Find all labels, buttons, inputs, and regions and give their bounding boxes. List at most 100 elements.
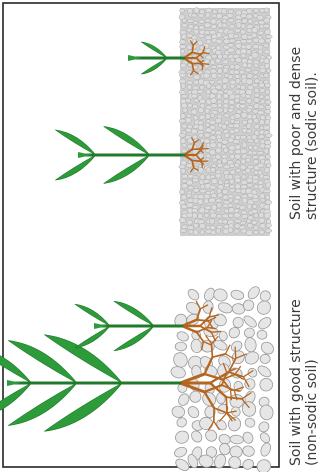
dense-soil-grain bbox=[242, 214, 248, 218]
soil-pebble bbox=[171, 405, 186, 419]
dense-soil-grain bbox=[258, 31, 264, 35]
dense-soil-grain bbox=[203, 73, 210, 78]
dense-soil-grain bbox=[240, 30, 245, 35]
dense-soil-grain bbox=[229, 145, 236, 150]
soil-pebble bbox=[243, 349, 261, 366]
dense-soil-grain bbox=[210, 120, 216, 125]
dense-soil-grain bbox=[246, 39, 252, 43]
dense-soil-grain bbox=[236, 169, 241, 173]
dense-soil-grain bbox=[233, 34, 239, 38]
soil-pebble bbox=[173, 446, 188, 459]
dense-soil-grain bbox=[204, 209, 209, 213]
dense-soil-grain bbox=[217, 94, 222, 99]
dense-soil-grain bbox=[258, 105, 264, 109]
soil-pebble bbox=[260, 354, 270, 363]
root-segment bbox=[235, 347, 236, 358]
soil-pebble bbox=[242, 314, 259, 330]
dense-soil-grain bbox=[265, 63, 270, 68]
sodic-soil-plants bbox=[55, 42, 184, 184]
soil-pebble bbox=[244, 337, 258, 353]
dense-soil-grain bbox=[230, 84, 235, 88]
dense-soil-grain bbox=[224, 183, 229, 187]
dense-soil-grain bbox=[222, 189, 228, 194]
dense-soil-grain bbox=[230, 154, 235, 159]
dense-soil-grain bbox=[263, 73, 268, 77]
soil-pebble bbox=[241, 430, 255, 444]
dense-soil-grain bbox=[217, 143, 222, 148]
soil-pebble bbox=[244, 416, 257, 429]
dense-soil-grain bbox=[229, 164, 234, 168]
dense-soil-grain bbox=[242, 63, 247, 68]
dense-soil-grain bbox=[264, 213, 271, 219]
dense-soil-grain bbox=[254, 230, 259, 234]
dense-soil-grain bbox=[235, 178, 241, 183]
dense-soil-grain bbox=[246, 219, 251, 223]
dense-soil-grain bbox=[187, 213, 193, 218]
soil-pebble bbox=[255, 457, 274, 472]
dense-soil-grain bbox=[180, 229, 186, 233]
soil-pebble bbox=[212, 287, 229, 303]
dense-soil-grain bbox=[198, 121, 203, 125]
dense-soil-grain bbox=[222, 23, 227, 27]
dense-soil-grain bbox=[230, 170, 236, 175]
dense-soil-grain bbox=[252, 33, 257, 37]
dense-soil-grain bbox=[253, 75, 257, 79]
dense-soil-grain bbox=[222, 158, 228, 163]
dense-soil-grain bbox=[252, 52, 258, 58]
dense-soil-grain bbox=[222, 220, 227, 224]
dense-soil-grain bbox=[246, 14, 252, 19]
dense-soil-grain bbox=[246, 44, 251, 49]
dense-soil-grain bbox=[239, 205, 245, 210]
dense-soil-grain bbox=[245, 168, 250, 173]
dense-soil-grain bbox=[187, 103, 192, 107]
dense-soil-grain bbox=[206, 13, 210, 18]
dense-soil-grain bbox=[252, 151, 257, 155]
dense-soil-grain bbox=[248, 139, 254, 143]
dense-soil-grain bbox=[182, 103, 188, 108]
dense-soil-grain bbox=[188, 186, 194, 190]
dense-soil-grain bbox=[248, 19, 253, 24]
dense-soil-grain bbox=[210, 143, 216, 148]
dense-soil-grain bbox=[247, 9, 253, 14]
dense-soil-grain bbox=[222, 9, 227, 14]
dense-soil-grain bbox=[240, 14, 246, 18]
dense-soil-grain bbox=[230, 188, 236, 192]
soil-pebble bbox=[243, 327, 256, 339]
dense-soil-grain bbox=[258, 49, 263, 54]
dense-soil-grain bbox=[254, 139, 259, 143]
dense-soil-grain bbox=[179, 40, 185, 45]
dense-soil-grain bbox=[266, 35, 273, 39]
dense-soil-grain bbox=[198, 125, 204, 131]
dense-soil-grain bbox=[222, 124, 227, 129]
dense-soil-grain bbox=[247, 74, 253, 79]
dense-soil-grain bbox=[188, 230, 193, 234]
dense-soil-grain bbox=[228, 207, 234, 213]
dense-soil-grain bbox=[254, 88, 259, 93]
dense-soil-grain bbox=[234, 70, 240, 74]
dense-soil-grain bbox=[200, 184, 205, 189]
dense-soil-grain bbox=[187, 81, 193, 85]
dense-soil-grain bbox=[179, 119, 186, 123]
dense-soil-grain bbox=[210, 213, 216, 218]
soil-pebble bbox=[186, 404, 201, 419]
dense-soil-grain bbox=[209, 198, 216, 203]
dense-soil-grain bbox=[234, 128, 239, 132]
dense-soil-grain bbox=[228, 175, 233, 180]
dense-soil-grain bbox=[182, 143, 187, 147]
dense-soil-grain bbox=[240, 85, 245, 90]
dense-soil-grain bbox=[223, 204, 229, 208]
dense-soil-grain bbox=[253, 146, 258, 150]
dense-soil-grain bbox=[210, 69, 216, 73]
dense-soil-grain bbox=[229, 94, 235, 100]
dense-soil-grain bbox=[229, 24, 234, 28]
dense-soil-grain bbox=[199, 115, 205, 120]
dense-soil-grain bbox=[260, 100, 265, 104]
dense-soil-grain bbox=[245, 158, 250, 162]
dense-soil-grain bbox=[229, 150, 234, 154]
dense-soil-grain bbox=[198, 195, 204, 200]
plant-leaf bbox=[141, 42, 167, 58]
dense-soil-grain bbox=[211, 24, 217, 29]
dense-soil-grain bbox=[212, 205, 217, 211]
dense-soil-grain bbox=[228, 18, 234, 22]
dense-soil-grain bbox=[228, 195, 234, 199]
